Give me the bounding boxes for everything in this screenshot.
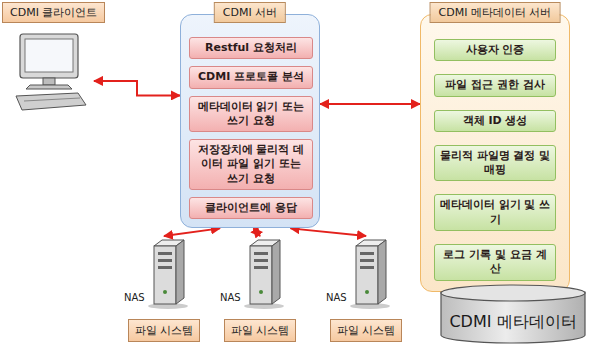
box-text: 저장장치에 물리적 데이터 파일 읽기 또는 쓰기 요청: [194, 143, 308, 186]
function-box: 파일 접근 권한 검사: [434, 74, 556, 96]
database-label: CDMI 메타데이터: [440, 300, 586, 344]
process-box: 메타데이터 읽기 또는 쓰기 요청: [189, 96, 313, 133]
monitor-screen: [25, 39, 73, 72]
box-text: 메타데이터 읽기 및 쓰기: [439, 198, 551, 227]
nas-label: NAS: [326, 292, 347, 303]
drive-slot: [254, 252, 268, 255]
filesystem-box: 파일 시스템: [330, 319, 402, 342]
nas-node: NAS 파일 시스템: [326, 236, 406, 342]
box-text: 파일 접근 권한 검사: [439, 78, 551, 92]
keyboard: [16, 93, 86, 110]
drive-slot: [360, 252, 374, 255]
box-text: 물리적 파일명 결정 및 매핑: [439, 149, 551, 178]
nas-icon: [148, 240, 188, 309]
process-box: 저장장치에 물리적 데이터 파일 읽기 또는 쓰기 요청: [189, 139, 313, 190]
client-label: CDMI 클라이언트: [2, 2, 105, 23]
drive-slot: [158, 259, 172, 262]
keyboard-keys: [24, 98, 80, 101]
process-box: CDMI 프로토콜 분석: [189, 66, 313, 88]
nas-node: NAS 파일 시스템: [220, 236, 300, 342]
function-box: 사용자 인증: [434, 39, 556, 61]
nas-icon: [350, 240, 390, 309]
function-box: 객체 ID 생성: [434, 110, 556, 132]
data-flow-arrow: [94, 81, 180, 96]
server-side: [176, 240, 184, 304]
server-front: [250, 246, 272, 304]
drive-slot: [254, 266, 268, 269]
filesystem-box: 파일 시스템: [224, 319, 296, 342]
monitor-neck: [43, 78, 55, 85]
server-panel: CDMI 서버Restful 요청처리CDMI 프로토콜 분석메타데이터 읽기 …: [180, 14, 320, 228]
server-front: [154, 246, 176, 304]
box-text: CDMI 프로토콜 분석: [194, 70, 308, 84]
box-text: Restful 요청처리: [194, 41, 308, 55]
power-led: [259, 290, 263, 294]
power-led: [163, 290, 167, 294]
function-box: 메타데이터 읽기 및 쓰기: [434, 194, 556, 231]
nas-label: NAS: [220, 292, 241, 303]
monitor-body: [20, 34, 78, 78]
computer-icon: [16, 34, 86, 110]
monitor-base: [26, 85, 72, 89]
data-flow-arrow: [254, 228, 261, 236]
drive-slot: [158, 266, 172, 269]
nas-label: NAS: [124, 292, 145, 303]
drive-slot: [360, 266, 374, 269]
function-box: 로그 기록 및 요금 계산: [434, 244, 556, 281]
nas-icon: [244, 240, 284, 309]
cylinder-top: [441, 285, 585, 301]
server-panel: CDMI 메타데이터 서버사용자 인증파일 접근 권한 검사객체 ID 생성물리…: [420, 14, 570, 292]
box-text: 메타데이터 읽기 또는 쓰기 요청: [194, 100, 308, 129]
box-text: 클라이언트에 응답: [194, 201, 308, 215]
server-front: [356, 246, 378, 304]
process-box: Restful 요청처리: [189, 37, 313, 59]
drive-slot: [158, 252, 172, 255]
box-text: 객체 ID 생성: [439, 114, 551, 128]
server-side: [272, 240, 280, 304]
client-node: CDMI 클라이언트: [2, 2, 94, 118]
filesystem-box: 파일 시스템: [128, 319, 200, 342]
drive-slot: [360, 259, 374, 262]
data-flow-arrow: [291, 228, 366, 236]
process-box: 클라이언트에 응답: [189, 197, 313, 219]
box-text: 사용자 인증: [439, 43, 551, 57]
data-flow-arrow: [320, 103, 420, 105]
nas-node: NAS 파일 시스템: [124, 236, 204, 342]
function-box: 물리적 파일명 결정 및 매핑: [434, 145, 556, 182]
power-led: [365, 290, 369, 294]
database-cylinder: CDMI 메타데이터: [440, 284, 586, 344]
drive-slot: [254, 259, 268, 262]
data-flow-arrow: [164, 228, 220, 236]
panel-title: CDMI 메타데이터 서버: [430, 2, 561, 23]
server-side: [378, 240, 386, 304]
box-text: 로그 기록 및 요금 계산: [439, 248, 551, 277]
panel-title: CDMI 서버: [214, 2, 286, 23]
